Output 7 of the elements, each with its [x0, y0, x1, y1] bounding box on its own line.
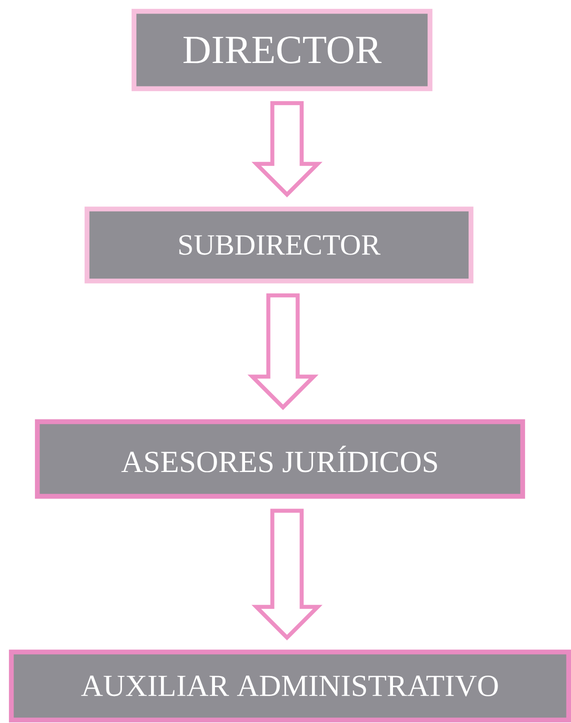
arrow: [252, 101, 322, 198]
arrow: [248, 293, 318, 410]
title-box: AUXILIAR ADMINISTRATIVO: [8, 650, 571, 722]
title-box: DIRECTOR: [132, 8, 432, 92]
title-box: ASESORES JURÍDICOS: [34, 419, 526, 499]
arrow: [252, 508, 322, 640]
title-box: SUBDIRECTOR: [84, 206, 474, 284]
